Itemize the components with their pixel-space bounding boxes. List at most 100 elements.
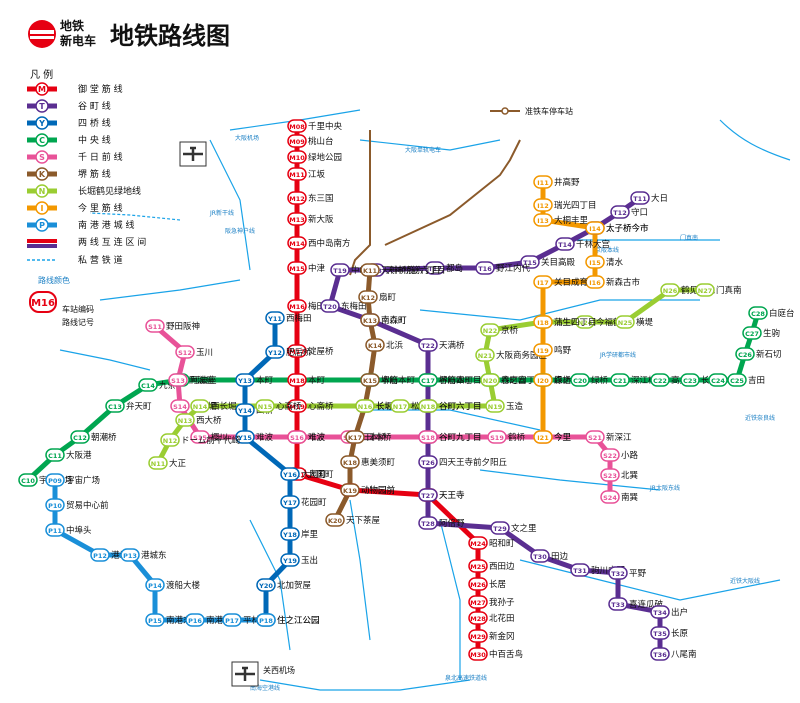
station-s22[interactable]: S22小路 <box>600 448 639 462</box>
station-m16[interactable]: M16梅田 <box>287 299 325 313</box>
station-n22[interactable]: N22京桥 <box>480 323 519 337</box>
station-m18[interactable]: M18本町 <box>287 373 326 387</box>
station-s24[interactable]: S24南巽 <box>600 490 639 504</box>
station-c25[interactable]: C25吉田 <box>727 373 765 387</box>
station-m27[interactable]: M27我孙子 <box>468 595 515 609</box>
station-k14[interactable]: K14北浜 <box>365 338 404 352</box>
station-t31[interactable]: T31驹川中野 <box>570 563 626 577</box>
station-c17[interactable]: C17堺筋本町 <box>418 373 474 387</box>
station-i17[interactable]: I17关目成育 <box>533 275 588 289</box>
station-c11[interactable]: C11大阪港 <box>45 448 92 462</box>
station-n24[interactable]: N24今福鹤见 <box>575 315 631 329</box>
station-m09[interactable]: M09桃山台 <box>287 134 334 148</box>
station-y11[interactable]: Y11西梅田 <box>265 311 312 325</box>
station-m15[interactable]: M15中津 <box>287 261 326 275</box>
station-k15[interactable]: K15堺筋本町 <box>360 373 416 387</box>
station-t12[interactable]: T12守口 <box>610 205 648 219</box>
station-p09[interactable]: P09宇宙广场 <box>45 473 100 487</box>
station-s21[interactable]: S21新深江 <box>585 430 632 444</box>
station-t26[interactable]: T26四天王寺前夕阳丘 <box>418 455 508 469</box>
station-t36[interactable]: T36八尾南 <box>650 647 697 661</box>
station-n21[interactable]: N21大阪商务园区 <box>475 348 548 362</box>
station-n27[interactable]: N27门真南 <box>695 283 742 297</box>
station-c28[interactable]: C28白庭台 <box>748 306 795 320</box>
station-m12[interactable]: M12东三国 <box>287 191 334 205</box>
station-p10[interactable]: P10贸易中心前 <box>45 498 109 512</box>
station-s19[interactable]: S19鹤桥 <box>487 430 526 444</box>
station-t29[interactable]: T29文之里 <box>490 521 537 535</box>
station-y19[interactable]: Y19玉出 <box>280 553 318 567</box>
station-c13[interactable]: C13弁天町 <box>105 399 152 413</box>
station-p13[interactable]: P13港城东 <box>120 548 167 562</box>
station-k18[interactable]: K18惠美须町 <box>340 455 396 469</box>
station-s12[interactable]: S12玉川 <box>175 345 213 359</box>
station-k20[interactable]: K20天下茶屋 <box>325 513 381 527</box>
station-n25[interactable]: N25横堤 <box>615 315 654 329</box>
station-k12[interactable]: K12扇町 <box>358 290 397 304</box>
station-s13[interactable]: S13阿波座 <box>168 373 215 387</box>
station-c21[interactable]: C21深江桥 <box>610 373 657 387</box>
station-i19[interactable]: I19鸣野 <box>533 343 572 357</box>
station-i15[interactable]: I15清水 <box>585 255 624 269</box>
station-t28[interactable]: T28阿倍野 <box>418 516 465 530</box>
station-k19[interactable]: K19动物园前 <box>340 483 396 497</box>
station-c20[interactable]: C20绿桥 <box>570 373 609 387</box>
station-t20[interactable]: T20东梅田 <box>320 299 367 313</box>
station-n14[interactable]: N14西长堀 <box>190 399 237 413</box>
station-m30[interactable]: M30中百舌鸟 <box>468 647 523 661</box>
station-t17[interactable]: T17都岛 <box>425 261 463 275</box>
station-n15[interactable]: N15心斋桥 <box>255 399 302 413</box>
station-k17[interactable]: K17日本桥 <box>345 430 392 444</box>
station-p16[interactable]: P16南港口 <box>185 613 232 627</box>
station-n13[interactable]: N13西大桥 <box>175 413 222 427</box>
station-n19[interactable]: N19玉造 <box>485 399 524 413</box>
station-i13[interactable]: I13大桐丰里 <box>533 213 589 227</box>
station-y13[interactable]: Y13本町 <box>235 373 274 387</box>
station-y12[interactable]: Y12肥后桥 <box>265 345 312 359</box>
station-m08[interactable]: M08千里中央 <box>287 119 343 133</box>
station-t30[interactable]: T30田边 <box>530 549 569 563</box>
station-c14[interactable]: C14九条 <box>138 378 177 392</box>
station-i14[interactable]: I14太子桥今市 <box>585 221 649 235</box>
station-c26[interactable]: C26新石切 <box>735 347 782 361</box>
station-n16[interactable]: N16长堀桥 <box>355 399 402 413</box>
station-m10[interactable]: M10绿地公园 <box>287 150 342 164</box>
station-n18[interactable]: N18谷町六丁目 <box>418 399 482 413</box>
station-m29[interactable]: M29新金冈 <box>468 629 515 643</box>
station-m11[interactable]: M11江坂 <box>287 167 326 181</box>
station-p15[interactable]: P15南港东 <box>145 613 192 627</box>
station-y17[interactable]: Y17花园町 <box>280 495 327 509</box>
station-s15[interactable]: S15樱川 <box>190 430 228 444</box>
station-c27[interactable]: C27生驹 <box>742 326 780 340</box>
station-i12[interactable]: I12瑞光四丁目 <box>533 198 597 212</box>
station-m17[interactable]: M17淀屋桥 <box>287 344 334 358</box>
station-m24[interactable]: M24昭和町 <box>468 536 515 550</box>
station-p14[interactable]: P14渡船大楼 <box>145 578 201 592</box>
station-m25[interactable]: M25西田边 <box>468 559 515 573</box>
station-y16[interactable]: Y16大国町 <box>280 467 327 481</box>
station-p11[interactable]: P11中埠头 <box>45 523 92 537</box>
station-s16[interactable]: S16难波 <box>287 430 326 444</box>
station-i11[interactable]: I11井高野 <box>533 175 580 189</box>
station-n12[interactable]: N12ドーム前千代崎 <box>160 433 241 447</box>
station-s23[interactable]: S23北巽 <box>600 468 639 482</box>
station-y15[interactable]: Y15难波 <box>235 430 274 444</box>
station-p18[interactable]: P18住之江公园 <box>256 613 320 627</box>
station-y20[interactable]: Y20北加贺屋 <box>256 578 312 592</box>
station-k13[interactable]: K13南森町 <box>360 313 407 327</box>
station-t27[interactable]: T27天王寺 <box>418 488 465 502</box>
station-n11[interactable]: N11大正 <box>148 456 187 470</box>
station-c12[interactable]: C12朝潮桥 <box>70 430 117 444</box>
station-t33[interactable]: T33喜连瓜破 <box>608 597 664 611</box>
station-n20[interactable]: N20森之宫 <box>480 373 527 387</box>
station-s18[interactable]: S18谷町九丁目 <box>418 430 482 444</box>
station-t34[interactable]: T34出户 <box>650 605 688 619</box>
station-t14[interactable]: T14千林大宫 <box>555 237 610 251</box>
station-m13[interactable]: M13新大阪 <box>287 212 334 226</box>
station-m19[interactable]: M19心斋桥 <box>287 399 334 413</box>
station-t22[interactable]: T22天满桥 <box>418 338 465 352</box>
station-t32[interactable]: T32平野 <box>608 566 647 580</box>
station-s11[interactable]: S11野田阪神 <box>145 319 200 333</box>
station-i21[interactable]: I21今里 <box>533 430 572 444</box>
station-y18[interactable]: Y18岸里 <box>280 527 319 541</box>
